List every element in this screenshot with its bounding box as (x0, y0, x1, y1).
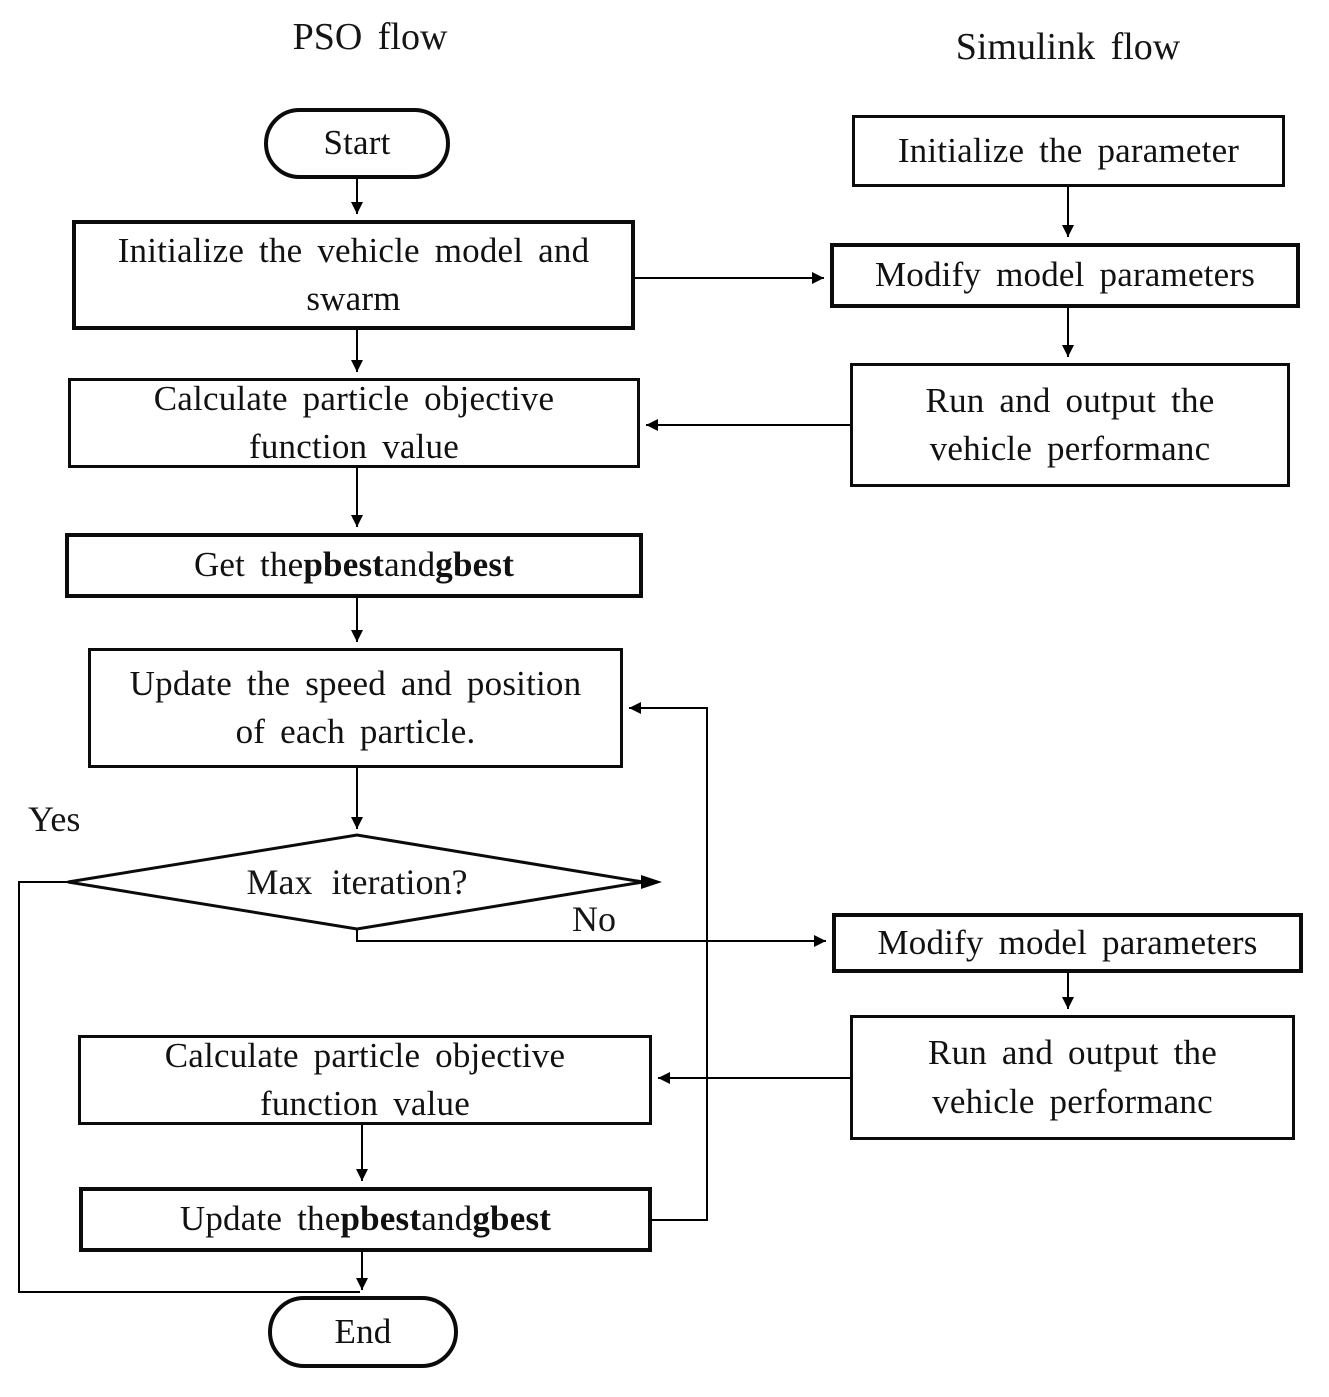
node-label-line: Initialize the vehicle model and (117, 230, 590, 270)
start-node: Start (264, 108, 450, 179)
node-label-part: and (421, 1199, 473, 1239)
node-label-line: vehicle performanc (929, 429, 1211, 468)
pso-flow-title: PSO flow (292, 16, 448, 58)
init-param-node: Initialize the parameter (852, 115, 1285, 187)
node-label-part-bold: gbest (472, 1199, 552, 1239)
node-label-part: Get the (193, 545, 304, 585)
max-iteration-label: Max iteration? (246, 862, 468, 902)
node-label-line: of each particle. (235, 712, 476, 751)
no-edge-label: No (572, 899, 616, 939)
node-label-part-bold: pbest (340, 1199, 422, 1239)
node-label-part-bold: gbest (435, 545, 515, 585)
node-label-line: Run and output the (928, 1033, 1217, 1073)
update-best-node: Update the pbest and gbest (79, 1187, 652, 1252)
node-label-part: Update the (179, 1199, 341, 1239)
node-label-line: Calculate particle objective (153, 378, 555, 418)
init-vehicle-node: Initialize the vehicle model and swarm (72, 220, 635, 330)
yes-edge-label: Yes (28, 799, 81, 839)
modify-params-2-node: Modify model parameters (832, 913, 1303, 973)
modify-params-1-node: Modify model parameters (830, 243, 1300, 308)
node-label-part-bold: pbest (303, 545, 385, 585)
calc-objective-2-node: Calculate particle objective function va… (78, 1035, 652, 1125)
run-output-2-node: Run and output the vehicle performanc (850, 1015, 1295, 1140)
node-label-line: Update the speed and position (129, 663, 582, 703)
edge-no-to-modify2 (356, 929, 826, 947)
simulink-flow-title: Simulink flow (955, 26, 1181, 68)
node-label-line: function value (260, 1084, 470, 1123)
diamond-right-tip-arrowhead-icon (641, 875, 662, 889)
end-node: End (268, 1296, 458, 1368)
edge-yes-to-end (18, 881, 360, 1293)
node-label-part: and (384, 545, 436, 585)
get-best-node: Get the pbest and gbest (65, 533, 643, 598)
node-label-line: Run and output the (925, 380, 1215, 420)
edge-feedback-update-best-to-update-speed (629, 702, 708, 1221)
node-label-line: function value (249, 427, 459, 466)
update-speed-node: Update the speed and position of each pa… (88, 648, 623, 768)
calc-objective-1-node: Calculate particle objective function va… (68, 378, 640, 468)
node-label-line: vehicle performanc (932, 1081, 1213, 1121)
node-label-line: Calculate particle objective (164, 1035, 566, 1075)
node-label-line: swarm (306, 279, 401, 318)
run-output-1-node: Run and output the vehicle performanc (850, 363, 1290, 487)
